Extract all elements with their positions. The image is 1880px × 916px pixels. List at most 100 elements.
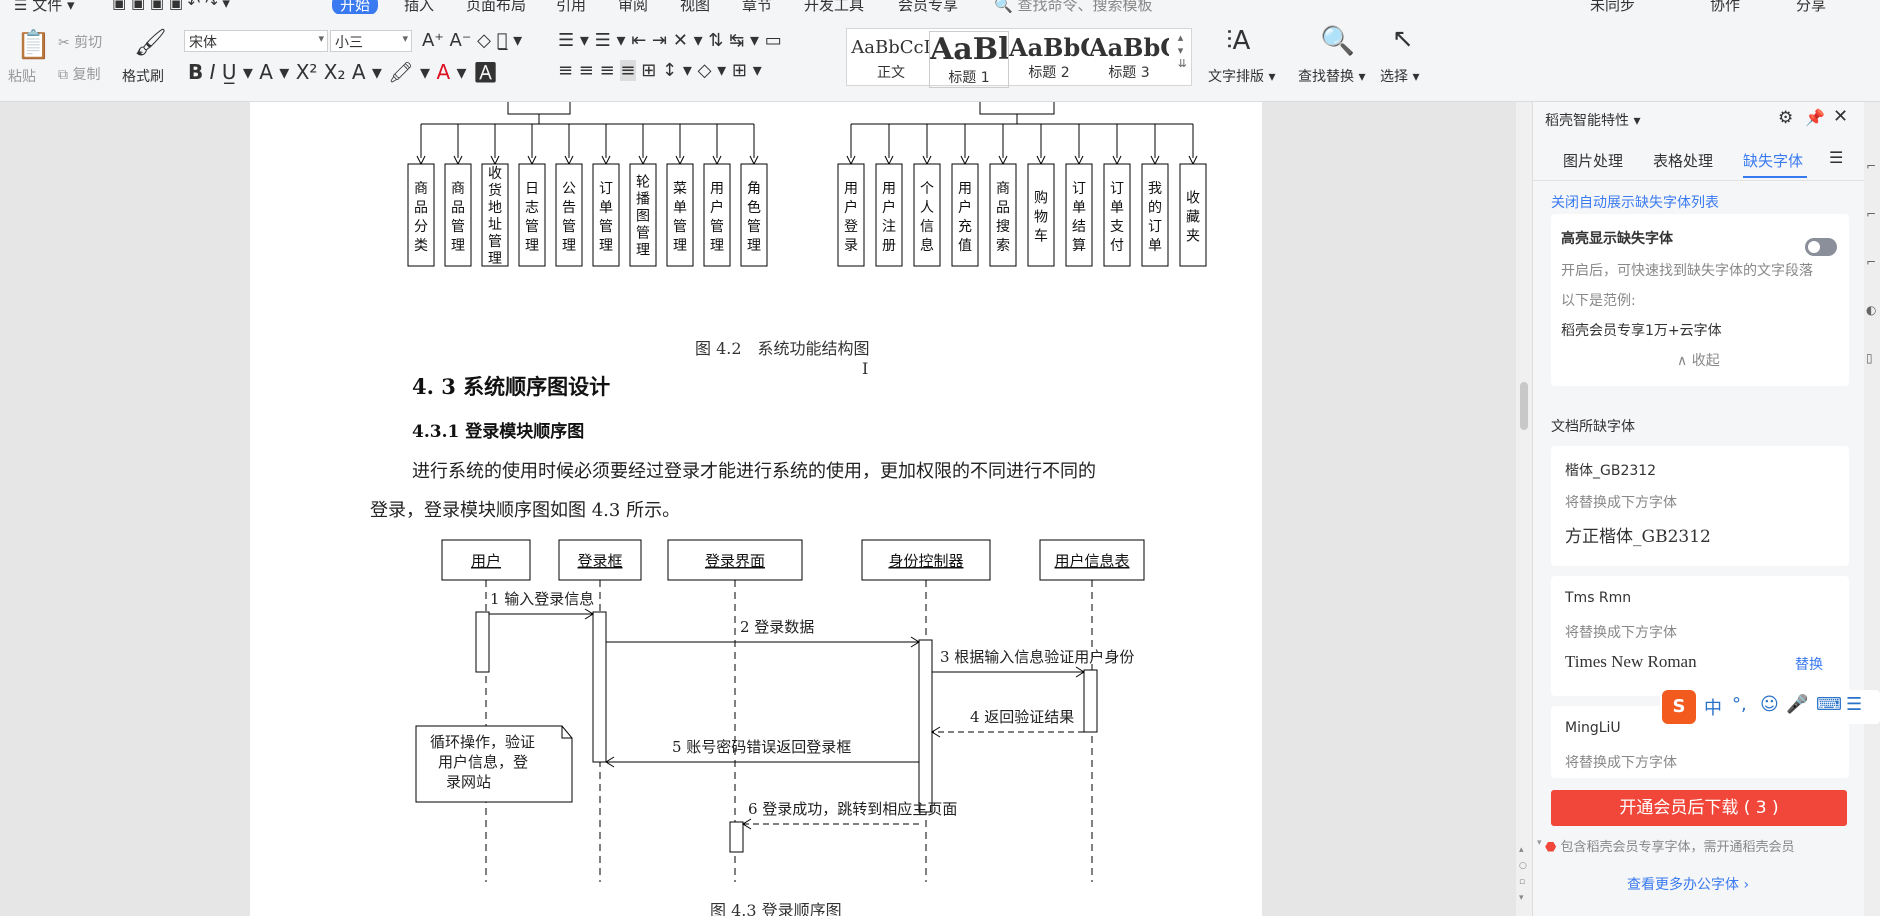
tree-leaf-label-char: 用 <box>882 181 896 197</box>
tree-leaf-label-char: 管 <box>710 219 724 235</box>
tab-member[interactable]: 会员专享 <box>898 0 959 14</box>
close-auto-show-link[interactable]: 关闭自动展示缺失字体列表 <box>1551 195 1719 211</box>
font-card-1-replacement[interactable]: 方正楷体_GB2312 <box>1565 527 1711 547</box>
format-painter-icon[interactable]: 🖌 <box>134 28 168 58</box>
download-member-button[interactable]: 开通会员后下载 ( 3 ) <box>1551 790 1847 826</box>
paste-icon[interactable]: 📋 <box>16 28 51 61</box>
tab-home[interactable]: 开始 <box>332 0 379 14</box>
search-icon[interactable]: 🔍 <box>1320 24 1355 57</box>
font-size-value: 小三 <box>335 35 363 51</box>
font-size-select[interactable]: 小三 <box>330 30 412 52</box>
more-menu-icon[interactable]: ☰ <box>1829 148 1844 167</box>
select-button[interactable]: 选择 ▾ <box>1380 69 1420 85</box>
find-replace-button[interactable]: 查找替换 ▾ <box>1298 69 1366 85</box>
collapse-label: 收起 <box>1691 353 1720 369</box>
style-normal-name: 正文 <box>877 65 905 81</box>
ime-logo[interactable]: S <box>1662 690 1696 724</box>
tree-leaf-label-char: 菜 <box>673 181 687 197</box>
note-text: 循环操作，验证 <box>430 733 535 751</box>
tree-leaf-label-char: 货 <box>488 182 502 199</box>
panel-title[interactable]: 稻壳智能特性 ▾ <box>1545 113 1641 129</box>
close-icon[interactable]: ✕ <box>1833 106 1849 127</box>
tree-leaf-label-char: 址 <box>488 217 502 233</box>
sync-status[interactable]: 未同步 <box>1590 0 1636 14</box>
message-arrowhead <box>584 608 594 620</box>
ime-chinese-mode[interactable]: 中 <box>1704 698 1722 719</box>
copy-button[interactable]: ⧉ 复制 <box>58 67 101 83</box>
tab-review[interactable]: 审阅 <box>618 0 649 14</box>
save-icon[interactable]: ▣ ▣ ▣ ▣ ↶ ↷ ▾ <box>112 0 230 12</box>
tree-leaf-label-char: 理 <box>599 238 613 254</box>
pin-icon[interactable]: 📌 <box>1805 108 1825 127</box>
style-heading2[interactable]: AaBbC标题 2 <box>1009 31 1089 82</box>
tree-leaf-label-char: 我 <box>1148 181 1162 197</box>
tree-leaf-label-char: 理 <box>562 238 576 254</box>
cut-button[interactable]: ✂ 剪切 <box>58 35 103 51</box>
file-menu[interactable]: ☰ 文件 ▾ <box>14 0 75 14</box>
tab-developer[interactable]: 开发工具 <box>804 0 865 14</box>
tab-page-layout[interactable]: 页面布局 <box>466 0 527 14</box>
tab-view[interactable]: 视图 <box>680 0 711 14</box>
tree-leaf-label-char: 单 <box>1072 200 1086 216</box>
more-fonts-link[interactable]: 查看更多办公字体 › <box>1627 877 1750 893</box>
highlight-toggle[interactable] <box>1805 238 1837 256</box>
tab-references[interactable]: 引用 <box>556 0 587 14</box>
font-name-select[interactable]: 宋体 <box>184 30 328 52</box>
tree-leaf-box <box>1141 163 1169 267</box>
side-toolbar-icons[interactable]: ⌐⌐⌐◐▯ <box>1866 159 1877 365</box>
text-layout-icon[interactable]: ⫶A <box>1226 26 1251 56</box>
message-arrowhead <box>605 756 615 768</box>
activation-bar <box>475 611 490 673</box>
login-sequence-diagram: 用户登录框登录界面身份控制器用户信息表1 输入登录信息2 登录数据3 根据输入信… <box>415 539 1145 882</box>
align-icons[interactable]: ≡ ≡ ≡ ≡ ⊞ ↕ ▾ ◇ ▾ ⊞ ▾ <box>558 60 762 81</box>
ime-punctuation[interactable]: °, <box>1732 694 1747 715</box>
tree-leaf-label-char: 商 <box>414 181 428 197</box>
replace-button[interactable]: 替换 <box>1795 657 1823 673</box>
tab-insert[interactable]: 插入 <box>404 0 435 14</box>
format-painter-button[interactable]: 格式刷 <box>122 69 164 85</box>
tab-table-processing[interactable]: 表格处理 <box>1653 152 1714 170</box>
tree-leaf-box <box>989 163 1017 267</box>
tree-leaf-box <box>407 163 435 267</box>
tab-chapter[interactable]: 章节 <box>742 0 773 14</box>
document-page[interactable]: 商品分类商品管理收货地址管理日志管理公告管理订单管理轮播图管理菜单管理用户管理角… <box>250 102 1262 916</box>
grow-font-icon[interactable]: A⁺ A⁻ ◇ 文̲ ▾ <box>422 30 523 51</box>
vertical-scrollbar[interactable]: ▴○▫▾ <box>1516 102 1532 916</box>
message-arrowhead <box>910 636 920 648</box>
font-card-2-replacement[interactable]: Times New Roman <box>1565 652 1697 671</box>
style-gallery-arrows[interactable]: ▴▾⇊ <box>1177 31 1187 70</box>
ime-keyboard-icon[interactable]: ⌨ <box>1816 694 1842 715</box>
collaborate-button[interactable]: 协作 <box>1710 0 1741 14</box>
text-layout-button[interactable]: 文字排版 ▾ <box>1208 69 1276 85</box>
paste-button[interactable]: 粘贴 <box>8 69 36 85</box>
tree-leaf-box <box>875 163 903 267</box>
bold-italic-underline-icons[interactable]: B I U̲ ▾ A ▾ X² X₂ A ▾ 🖍 ▾ A ▾ 🅰 <box>188 60 499 84</box>
info-icon: ⬣ <box>1545 840 1557 855</box>
ime-emoji-icon[interactable]: ☺ <box>1760 694 1779 715</box>
command-search[interactable]: 🔍 查找命令、搜索模板 <box>994 0 1152 14</box>
tree-leaf-label-char: 管 <box>747 219 761 235</box>
scroll-nav-icons[interactable]: ▴○▫▾ <box>1519 845 1527 903</box>
settings-icon[interactable]: ⚙ <box>1778 108 1794 128</box>
tree-leaf-label-char: 理 <box>451 238 465 254</box>
tree-leaf-label-char: 藏 <box>1186 210 1200 226</box>
tree-leaf-box <box>913 163 941 267</box>
tree-leaf-label-char: 品 <box>451 200 465 216</box>
ime-voice-icon[interactable]: 🎤 <box>1786 694 1809 715</box>
tab-missing-fonts[interactable]: 缺失字体 <box>1743 152 1804 170</box>
select-cursor-icon[interactable]: ↖ <box>1392 24 1414 54</box>
share-button[interactable]: 分享 <box>1796 0 1827 14</box>
list-icons[interactable]: ☰ ▾ ☰ ▾ ⇤ ⇥ ✕ ▾ ⇅ ↹ ▾ ▭ <box>558 30 782 51</box>
tree-leaf-label-char: 用 <box>710 181 724 197</box>
tree-leaf-label-char: 订 <box>1148 219 1162 235</box>
collapse-button[interactable]: ∧ 收起 <box>1677 350 1720 370</box>
style-heading3[interactable]: AaBbC标题 3 <box>1089 31 1169 82</box>
panel-scroll-arrow-icon[interactable]: ▾ <box>1537 838 1542 848</box>
font-card-1-name: 楷体_GB2312 <box>1565 463 1657 479</box>
tree-leaf-label-char: 值 <box>958 238 972 254</box>
ime-more-icon[interactable]: ☰ <box>1846 694 1863 715</box>
tab-image-processing[interactable]: 图片处理 <box>1563 152 1624 170</box>
scrollbar-thumb[interactable] <box>1520 382 1528 430</box>
